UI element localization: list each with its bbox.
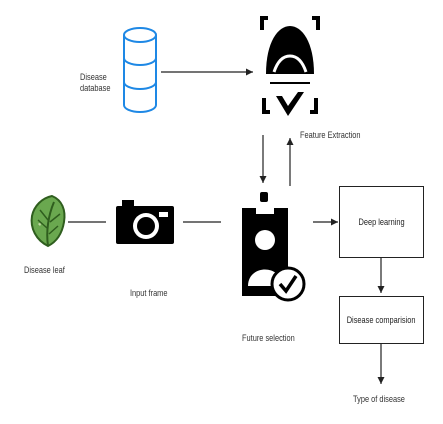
disease-comparision-label: Disease comparision: [347, 314, 416, 326]
feature-extraction-label: Feature Extraction: [300, 130, 361, 141]
camera-icon: [116, 200, 174, 244]
disease-database-label: Disease database: [80, 72, 111, 94]
face-scan-icon: [260, 16, 320, 116]
user-badge-check-icon: [242, 192, 306, 302]
deep-learning-box: Deep learning: [339, 186, 424, 258]
input-frame-label: Input frame: [130, 288, 168, 299]
type-of-disease-label: Type of disease: [353, 394, 405, 405]
leaf-icon: [30, 194, 66, 248]
database-icon: [123, 27, 157, 113]
future-selection-label: Future selection: [242, 333, 295, 344]
disease-comparision-box: Disease comparision: [339, 296, 424, 344]
deep-learning-label: Deep learning: [358, 216, 405, 228]
disease-leaf-label: Disease leaf: [24, 265, 65, 276]
